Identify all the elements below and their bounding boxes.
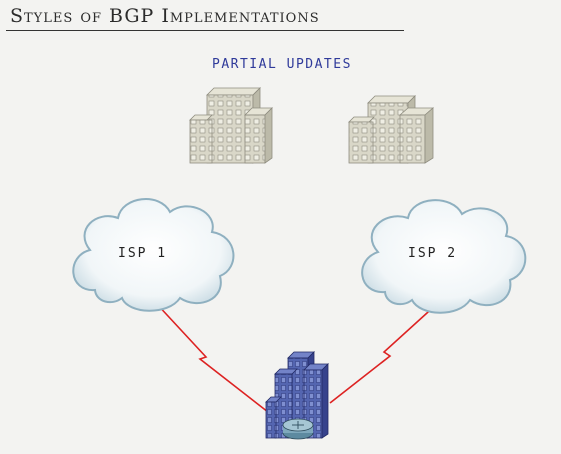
serial-link-icon: [154, 301, 439, 413]
page-title: Styles of BGP Implementations: [10, 5, 320, 27]
hq-building-router-icon: [265, 351, 329, 440]
cloud-label-isp2: ISP 2: [408, 246, 458, 261]
diagram-subtitle: PARTIAL UPDATES: [212, 57, 352, 72]
cloud-label-isp1: ISP 1: [118, 246, 168, 261]
office-building-icon: [189, 87, 273, 164]
cloud-icon: [361, 199, 527, 314]
title-underline: [6, 30, 404, 31]
cloud-icon: [72, 198, 235, 312]
office-building-icon: [348, 95, 435, 164]
